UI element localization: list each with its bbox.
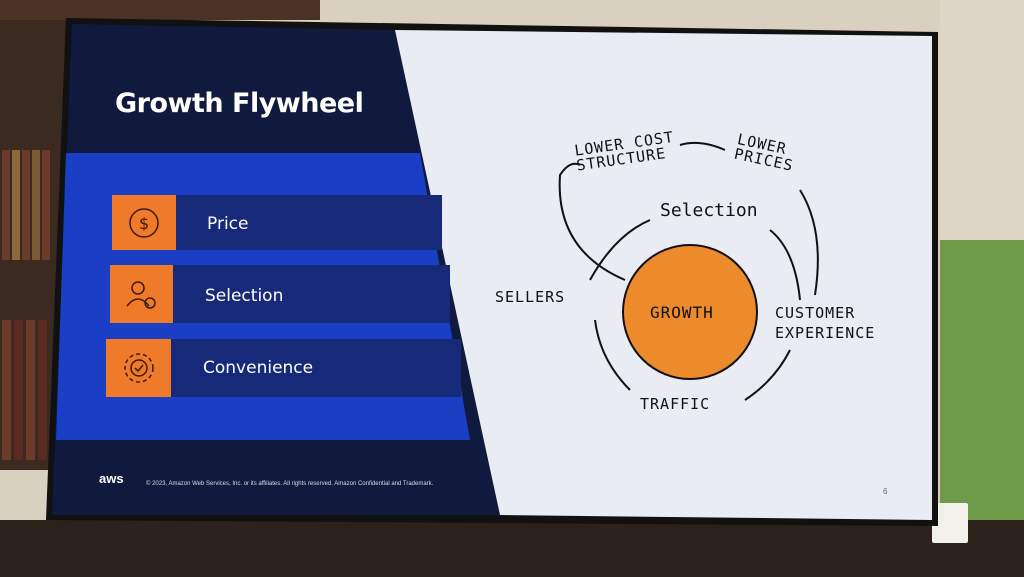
diagram-sellers: SELLERS [495,288,566,306]
diagram-customer-experience: CUSTOMER EXPERIENCE [775,304,876,342]
diagram-selection: Selection [660,200,758,221]
slide-title: Growth Flywheel [115,88,364,119]
convenience-icon-tile [106,339,171,397]
arrow-cx-to-traffic [744,349,791,401]
diagram-growth: GROWTH [650,303,714,322]
growth-circle [622,244,758,380]
item-selection-label: Selection [205,286,284,306]
arrow-traffic-to-sellers [594,319,631,391]
arrow-to-cost [558,162,626,281]
arrow-selection-to-cx [769,229,801,301]
diagram-traffic: TRAFFIC [640,395,711,413]
aws-logo: aws [99,471,124,486]
selection-icon-tile [110,265,173,323]
item-price-label: Price [207,214,249,234]
window-plants [940,240,1024,520]
item-convenience-label: Convenience [203,358,314,378]
copyright-footer: © 2023, Amazon Web Services, Inc. or its… [146,481,434,487]
tv-stand [0,520,1024,577]
paper-cup [932,503,968,543]
flywheel-diagram [558,141,819,401]
user-check-icon [126,281,156,309]
arrow-cost-to-prices [679,141,726,151]
price-icon-tile [112,195,176,250]
gear-icon [124,353,154,383]
svg-text:$: $ [139,214,149,233]
arrow-sellers-to-selection [589,219,651,281]
arrow-prices-to-cx [799,189,819,296]
dollar-icon: $ [129,208,159,238]
page-number: 6 [883,487,888,496]
